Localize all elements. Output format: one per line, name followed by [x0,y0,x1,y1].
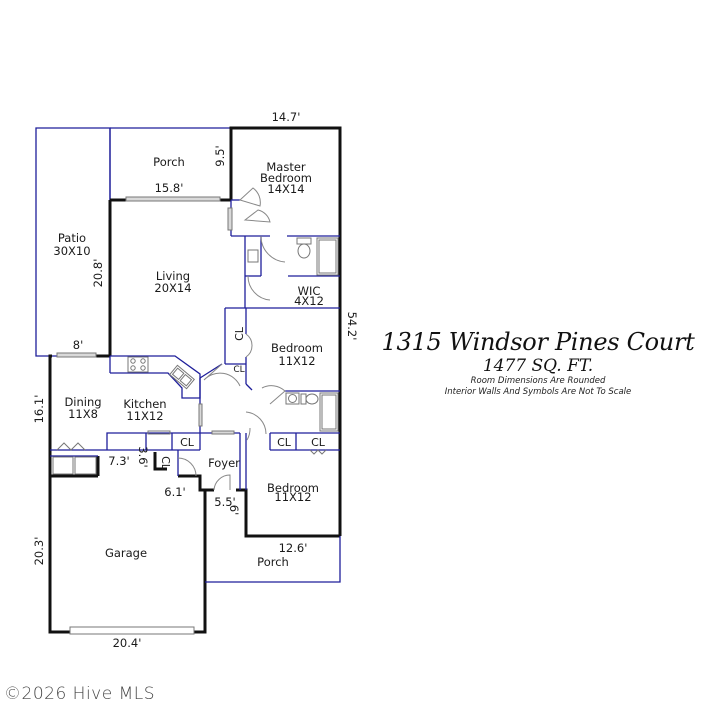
closet-kitchen: CL [180,436,195,449]
closet-hall-small: CL [233,365,244,375]
dim-foyer-depth: 6' [227,505,241,515]
closet-laundry: CL [159,456,172,471]
room-foyer: Foyer [208,456,240,470]
dim-garage-depth: 20.3' [32,537,46,566]
room-bedroom-2: Bedroom [271,341,323,355]
room-porch-front: Porch [257,555,289,569]
dim-living-width: 15.8' [155,181,184,195]
dim-foyer-width: 5.5' [214,495,235,509]
dim-porch-depth: 9.5' [213,145,227,166]
room-master-size: 14X14 [267,182,304,196]
room-kitchen-size: 11X12 [126,409,163,423]
room-living-size: 20X14 [154,281,191,295]
closet-hall-2: CL [311,436,326,449]
disclaimer-line-2: Interior Walls And Symbols Are Not To Sc… [444,387,632,397]
room-patio-size: 30X10 [53,244,90,258]
dining-slider-door [56,352,97,358]
room-master-line2: Bedroom [260,171,312,185]
front-porch-outline [205,536,341,583]
room-bedroom-2-size: 11X12 [278,354,315,368]
dim-patio-door: 8' [73,338,83,352]
room-bedroom-3: Bedroom [267,481,319,495]
square-footage: 1477 SQ. FT. [482,356,594,376]
garage-door [69,626,195,635]
living-slider-door [125,196,221,202]
copyright-watermark: ©2026 Hive MLS [4,684,156,704]
back-porch-outline [109,127,231,200]
dim-laundry-depth: 3.6' [136,446,150,467]
dim-dining-depth: 16.1' [32,395,46,424]
room-dining: Dining [64,395,101,409]
closet-bedroom2: CL [233,326,246,341]
room-living: Living [156,269,190,283]
dim-garage-width: 20.4' [113,636,142,650]
dim-master-width: 14.7' [272,110,301,124]
room-patio: Patio [58,231,86,245]
room-garage: Garage [105,546,147,560]
room-wic-size: 4X12 [294,294,324,308]
room-wic: WIC [298,284,321,298]
closet-hall-1: CL [277,436,292,449]
dimension-labels: 14.7' 9.5' 15.8' 20.8' 54.2' 8' 16.1' 7.… [32,110,359,650]
fixtures [52,207,339,475]
room-master-line1: Master [266,160,306,174]
closet-labels: CL CL CL CL CL CL [159,326,326,471]
dim-front-porch-width: 12.6' [279,541,308,555]
dim-laundry-width: 7.3' [108,454,129,468]
disclaimer-line-1: Room Dimensions Are Rounded [470,376,606,386]
room-dining-size: 11X8 [68,407,98,421]
property-address: 1315 Windsor Pines Court [381,328,695,356]
dim-right-total: 54.2' [345,312,359,341]
door-swings [177,187,286,491]
dim-living-depth: 20.8' [91,259,105,288]
room-kitchen: Kitchen [123,397,166,411]
room-bedroom-3-size: 11X12 [274,490,311,504]
dim-entry-offset: 6.1' [164,485,185,499]
title-block: 1315 Windsor Pines Court 1477 SQ. FT. Ro… [378,328,698,398]
exterior-walls [48,126,342,634]
room-labels: Porch Master Bedroom 14X14 Patio 30X10 L… [53,155,323,569]
room-porch-back: Porch [153,155,185,169]
